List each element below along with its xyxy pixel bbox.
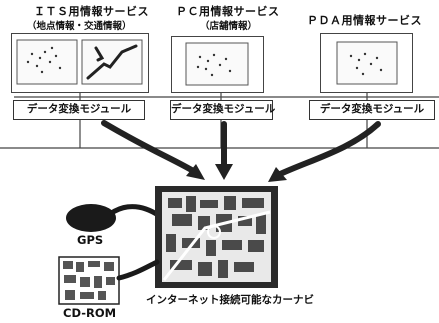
arrow-head-pda bbox=[268, 167, 287, 182]
arrow-from-its bbox=[101, 120, 198, 175]
cdrom-link-arrow bbox=[116, 259, 160, 281]
its-data-conversion-module: データ変換モジュール bbox=[13, 100, 145, 120]
pda-service-title: ＰＤＡ用情報サービス bbox=[307, 14, 422, 27]
its-map-thumbnails bbox=[16, 39, 143, 85]
gps-label: GPS bbox=[77, 233, 104, 247]
cdrom-label: CD-ROM bbox=[63, 306, 117, 320]
arrow-from-pda bbox=[275, 121, 381, 178]
its-service-title: ＩＴＳ用情報サービス bbox=[34, 5, 149, 18]
its-service-subtitle: （地点情報・交通情報） bbox=[27, 21, 132, 32]
pc-service-title: ＰＣ用情報サービス bbox=[176, 5, 280, 18]
carnavi-map-blocks bbox=[166, 196, 266, 278]
pda-data-conversion-module: データ変換モジュール bbox=[309, 100, 435, 120]
arrow-head-pc bbox=[215, 164, 233, 180]
pda-map-thumbnail bbox=[336, 41, 398, 85]
cdrom-map-blocks bbox=[63, 261, 115, 300]
arrow-head-its bbox=[186, 164, 205, 180]
its-service-panel bbox=[11, 33, 149, 93]
pc-service-panel bbox=[171, 36, 264, 93]
pc-data-conversion-module: データ変換モジュール bbox=[170, 100, 275, 120]
pc-service-subtitle: （店舗情報） bbox=[200, 21, 258, 32]
gps-device-icon bbox=[66, 204, 116, 232]
carnavi-label: インターネット接続可能なカーナビ bbox=[146, 294, 314, 306]
pc-map-thumbnail bbox=[185, 42, 249, 86]
pda-service-panel bbox=[320, 33, 413, 93]
